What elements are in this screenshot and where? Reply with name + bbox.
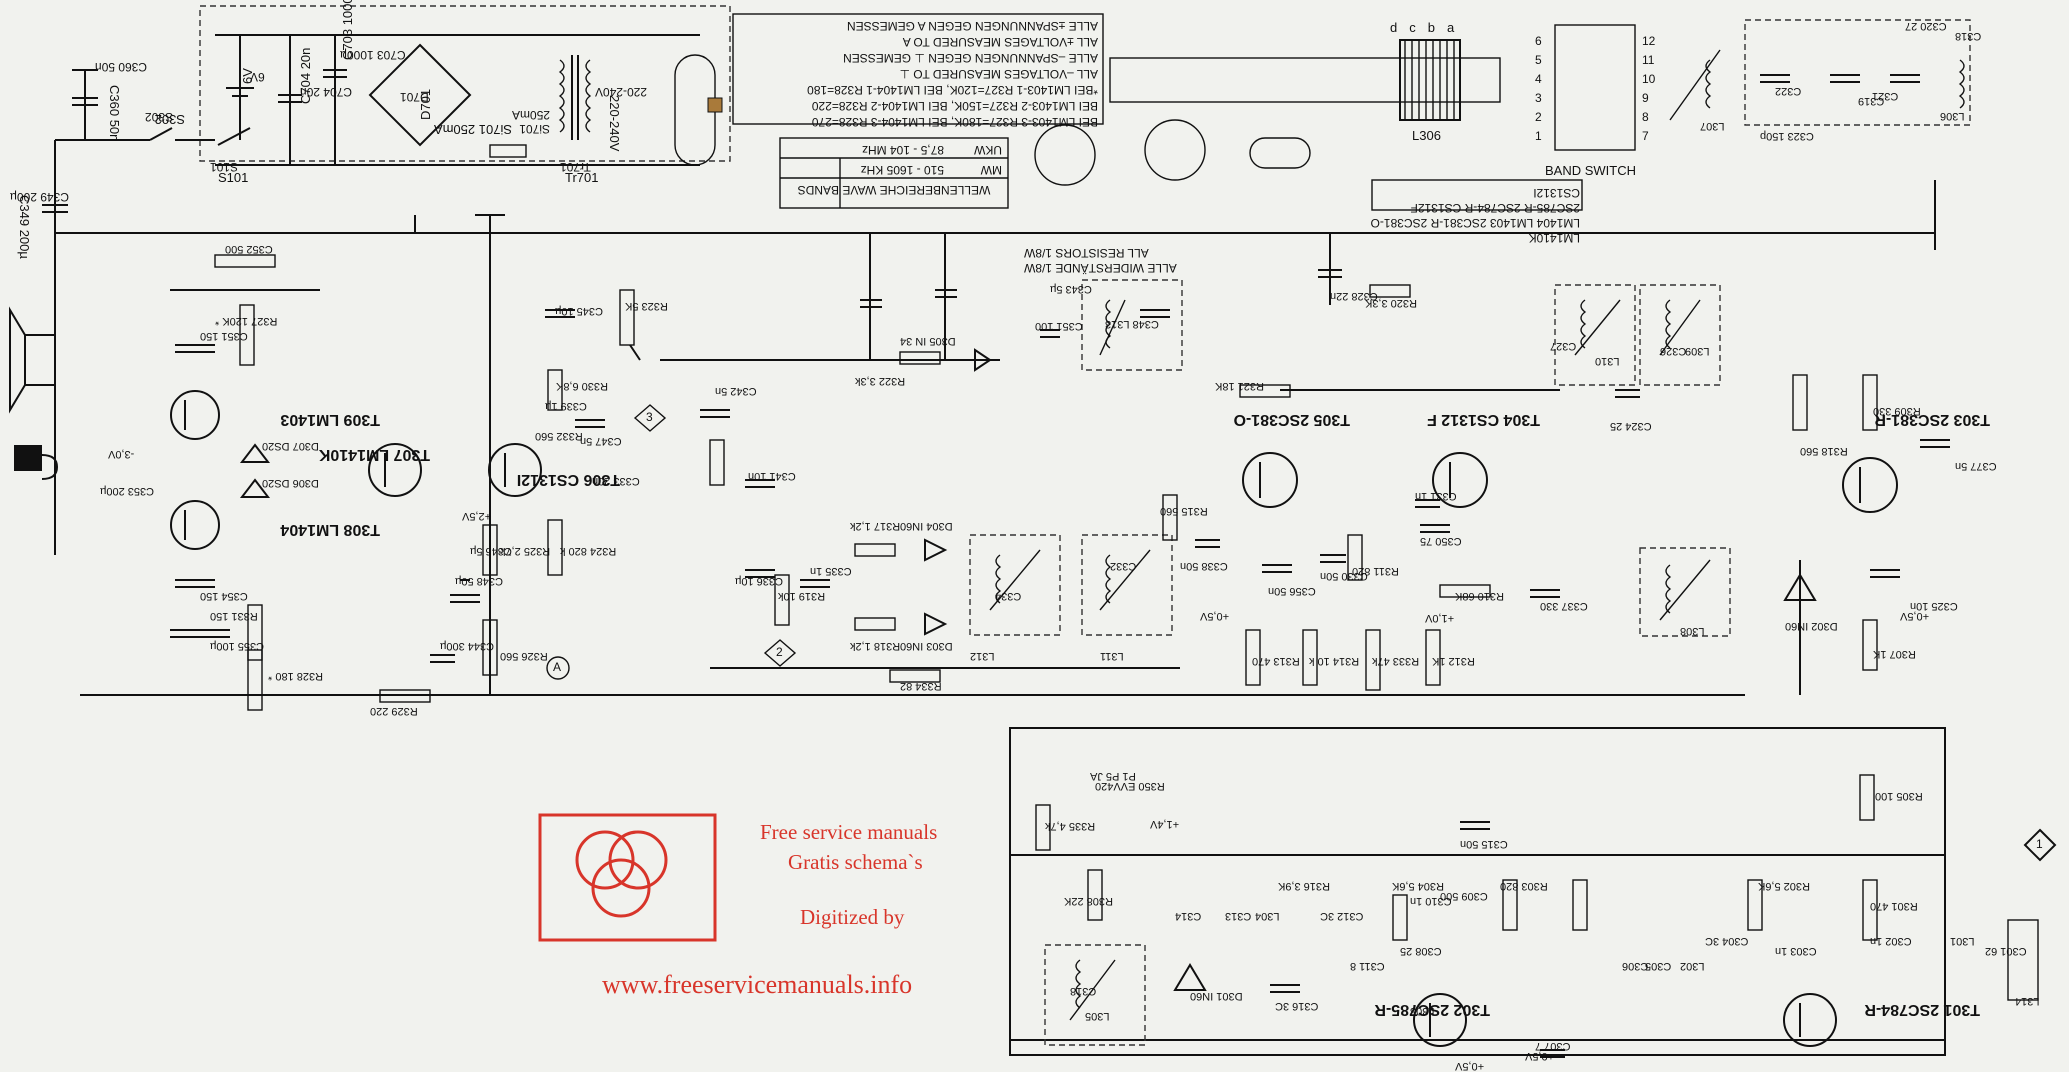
c360-label: C360 50n [107, 85, 122, 141]
c703-label: C703 1000µ [340, 0, 355, 60]
band-switch: BAND SWITCH [1545, 24, 1636, 178]
batt-label: 6V [240, 68, 255, 84]
supply-rails [54, 140, 1936, 696]
c704-label: C704 20n [298, 48, 313, 104]
watermark-logo [538, 813, 717, 942]
s101-label: S101 [218, 170, 248, 185]
rf-block [1669, 19, 1971, 126]
markers [546, 404, 797, 680]
power-supply: 6V C704 20n C703 1000µ D701 Tr701 Si701 … [199, 0, 731, 185]
ferrite-antenna: L306 [1109, 39, 1501, 143]
notes-box [732, 13, 1583, 211]
s302-label: S302 [155, 112, 185, 127]
band-switch-title: BAND SWITCH [1545, 163, 1636, 178]
c349-label: C349 200µ [17, 195, 32, 259]
audio-stage [170, 214, 641, 711]
if-stage [660, 233, 1950, 695]
speaker [9, 306, 59, 480]
left-switch: S302 C360 50n C349 200µ [17, 69, 215, 259]
fuse-label: Si701 250mA [434, 122, 512, 137]
tr701-label: Tr701 [565, 170, 598, 185]
semis-pinouts [1034, 119, 1311, 186]
d701-label: D701 [418, 89, 433, 120]
watermark-url[interactable]: www.freeservicemanuals.info [602, 970, 913, 999]
tuner-block [1009, 727, 2057, 1058]
mains-label: 220-240V [607, 95, 622, 152]
ferrite-label: L306 [1412, 128, 1441, 143]
